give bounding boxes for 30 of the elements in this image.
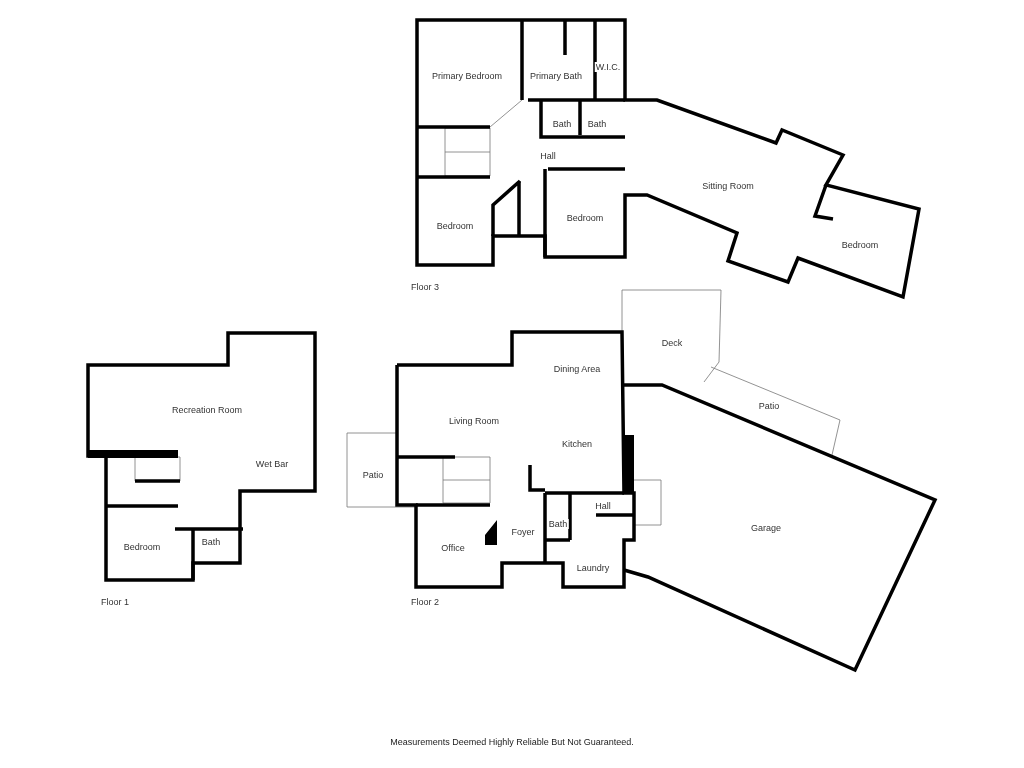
room-label: Primary Bath xyxy=(529,71,583,81)
room-label: W.I.C. xyxy=(594,62,622,72)
room-label: Primary Bedroom xyxy=(431,71,503,81)
room-label: Garage xyxy=(750,523,782,533)
room-label: Living Room xyxy=(448,416,500,426)
room-label: Bath xyxy=(551,119,573,129)
floor-label: Floor 3 xyxy=(410,282,440,292)
floor-label: Floor 2 xyxy=(410,597,440,607)
room-label: Hall xyxy=(594,501,612,511)
room-label: Deck xyxy=(660,338,684,348)
floor-label: Floor 1 xyxy=(100,597,130,607)
room-label: Bath xyxy=(200,537,222,547)
room-label: Kitchen xyxy=(561,439,593,449)
room-label: Bath xyxy=(586,119,608,129)
room-label: Bedroom xyxy=(840,240,880,250)
room-label: Patio xyxy=(757,401,781,411)
disclaimer-note: Measurements Deemed Highly Reliable But Not Guaranteed. xyxy=(390,737,634,747)
room-label: Bedroom xyxy=(122,542,162,552)
room-label: Bedroom xyxy=(435,221,475,231)
room-label: Sitting Room xyxy=(701,181,755,191)
room-label: Bedroom xyxy=(565,213,605,223)
room-label: Office xyxy=(440,543,466,553)
room-label: Dining Area xyxy=(552,364,602,374)
room-label: Bath xyxy=(547,519,569,529)
room-label: Hall xyxy=(539,151,557,161)
room-label: Patio xyxy=(361,470,385,480)
room-label: Wet Bar xyxy=(254,459,290,469)
room-label: Recreation Room xyxy=(171,405,243,415)
room-label: Laundry xyxy=(575,563,611,573)
room-label: Foyer xyxy=(510,527,536,537)
